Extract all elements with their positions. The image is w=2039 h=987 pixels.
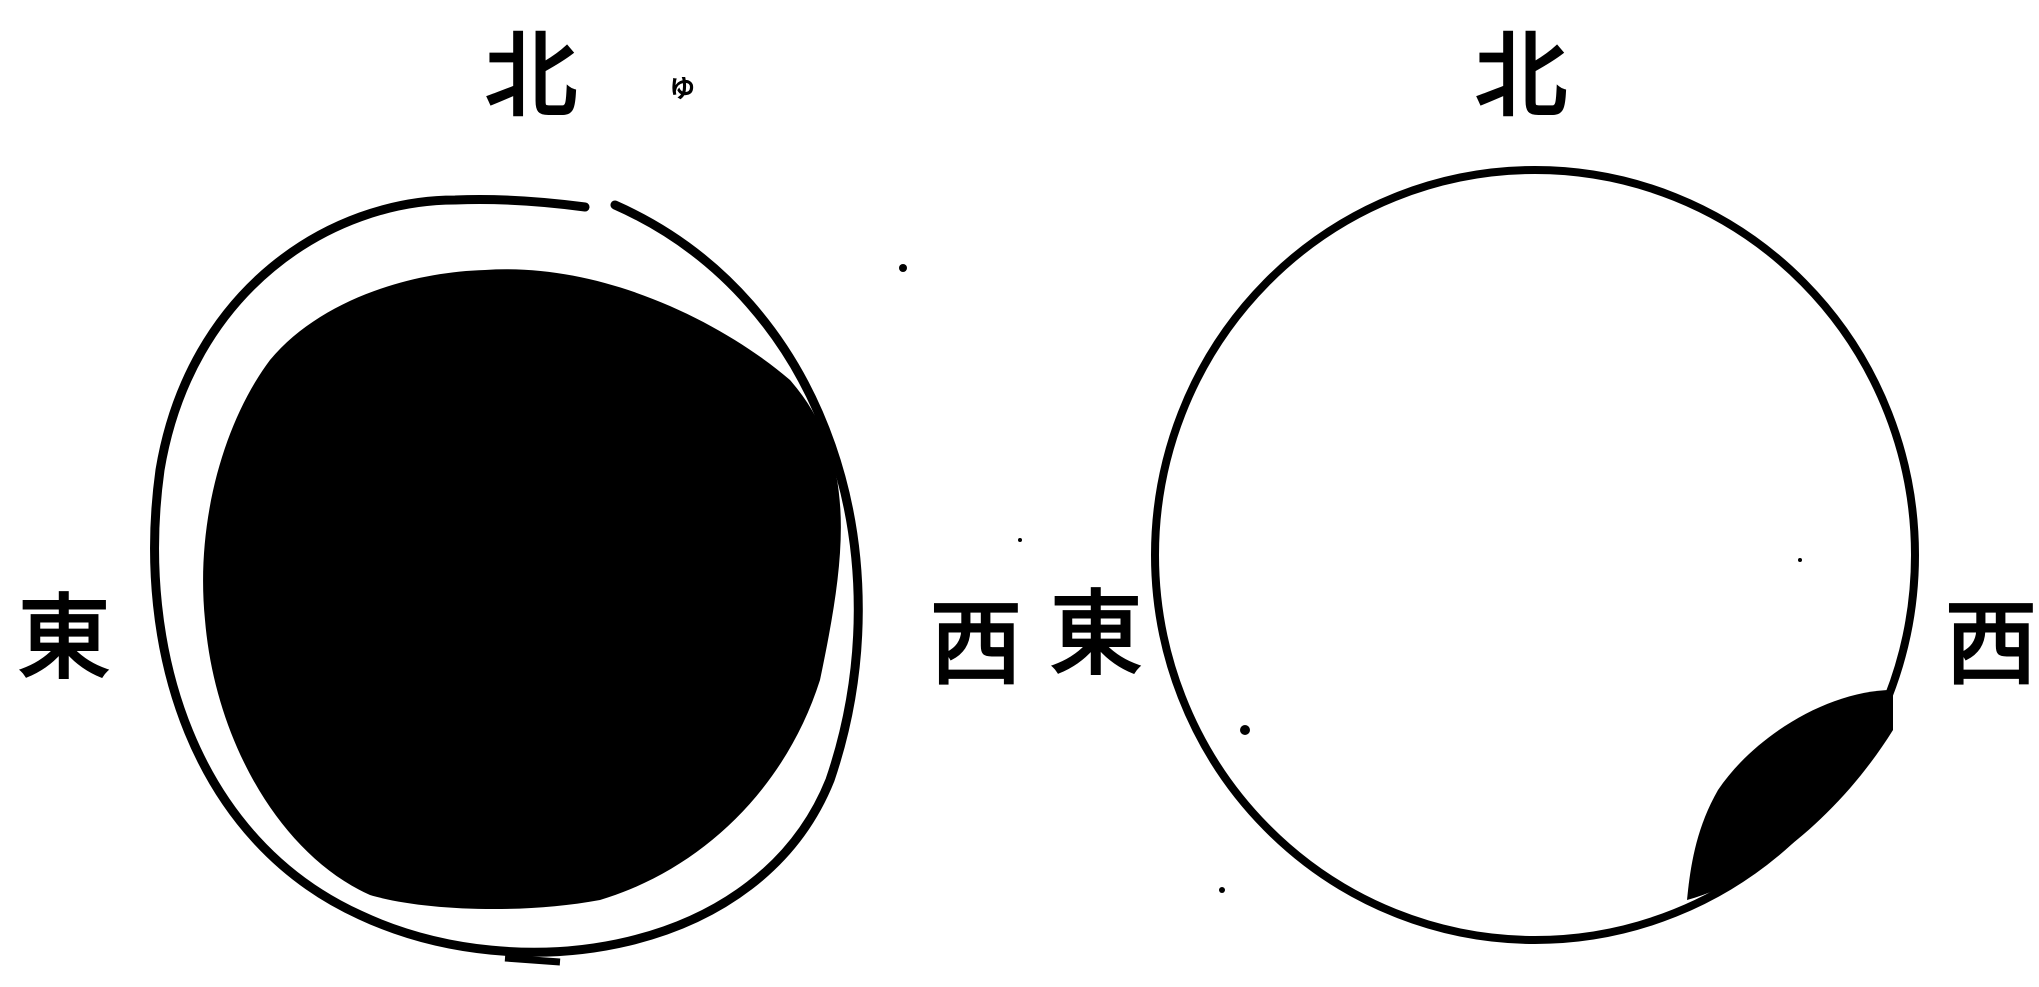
right-stray-dot-2 — [1798, 558, 1802, 562]
left-bottom-tail — [505, 958, 560, 962]
left-west-label: 西 — [930, 598, 1022, 690]
right-eclipse-bite — [1687, 690, 1893, 900]
left-stray-dot — [899, 264, 907, 272]
right-east-label: 東 — [1050, 588, 1142, 680]
right-stray-dot — [1240, 725, 1250, 735]
right-west-label: 西 — [1945, 598, 2037, 690]
right-stray-dot-3 — [1219, 887, 1225, 893]
right-north-label: 北 — [1475, 30, 1567, 122]
left-small-mark: ゅ — [667, 72, 697, 102]
left-stray-dot-2 — [1018, 538, 1022, 542]
left-east-label: 東 — [18, 592, 110, 684]
left-dark-disc — [203, 269, 841, 909]
left-north-label: 北 — [485, 30, 577, 122]
